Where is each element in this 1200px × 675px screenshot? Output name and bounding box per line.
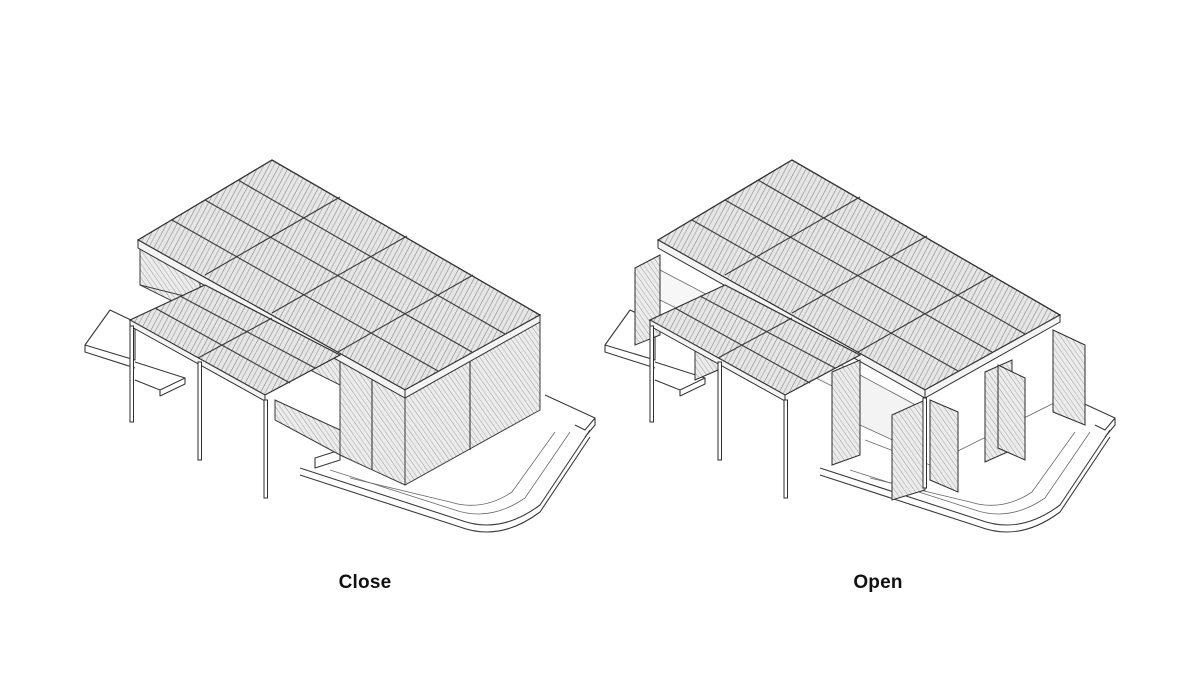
open-caption: Open xyxy=(853,572,903,593)
open-pavilion-drawing xyxy=(604,159,1116,533)
close-view: Close xyxy=(84,159,596,593)
open-shutter-panels xyxy=(634,254,1086,501)
pergola-roof xyxy=(648,284,862,402)
base-platform xyxy=(84,309,596,533)
close-caption: Close xyxy=(338,572,392,593)
pergola-roof xyxy=(128,284,342,402)
pergola-columns xyxy=(129,325,268,499)
pergola-columns xyxy=(649,325,927,499)
open-view: Open xyxy=(600,0,1200,675)
close-pavilion-drawing xyxy=(84,159,596,533)
